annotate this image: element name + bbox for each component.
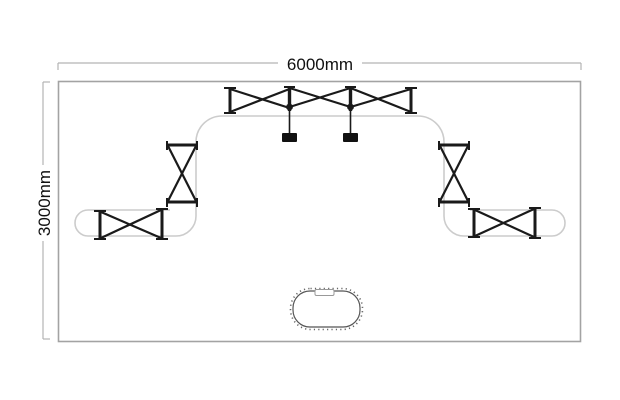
truss-scissor-arm xyxy=(474,207,535,238)
height-dimension-label: 3000mm xyxy=(35,170,54,236)
truss-scissor-arm xyxy=(289,86,351,109)
truss-scissor-arm xyxy=(167,145,197,202)
counter-stitch-border xyxy=(289,287,364,331)
oval-counter xyxy=(289,287,364,331)
height-dimension: 3000mm xyxy=(33,81,55,340)
truss-scissor-arm xyxy=(100,209,162,239)
truss-scissor-arm xyxy=(439,145,469,202)
right-wing-truss xyxy=(468,207,541,239)
width-label-backing xyxy=(278,52,362,74)
left-wing-truss xyxy=(94,208,168,240)
width-dimension-label: 6000mm xyxy=(287,55,353,74)
counter-notch xyxy=(314,289,335,296)
truss-scissor-arm xyxy=(350,87,412,109)
back-wall-truss xyxy=(224,86,417,114)
right-side-truss xyxy=(438,141,470,207)
left-side-truss xyxy=(166,141,198,207)
height-label-group: 3000mm xyxy=(33,165,55,241)
truss-scissor-arm xyxy=(229,87,290,114)
spotlight-head-icon xyxy=(343,133,358,142)
spotlight-head-icon xyxy=(282,133,297,142)
counter-top xyxy=(292,290,361,328)
booth-boundary xyxy=(57,80,582,343)
width-dimension: 6000mm xyxy=(57,52,582,74)
truss-scissor-arm xyxy=(350,86,412,114)
truss-scissor-arm xyxy=(229,87,290,110)
spotlights xyxy=(282,111,358,142)
display-wall-path xyxy=(74,115,566,237)
height-label-backing xyxy=(33,165,55,241)
